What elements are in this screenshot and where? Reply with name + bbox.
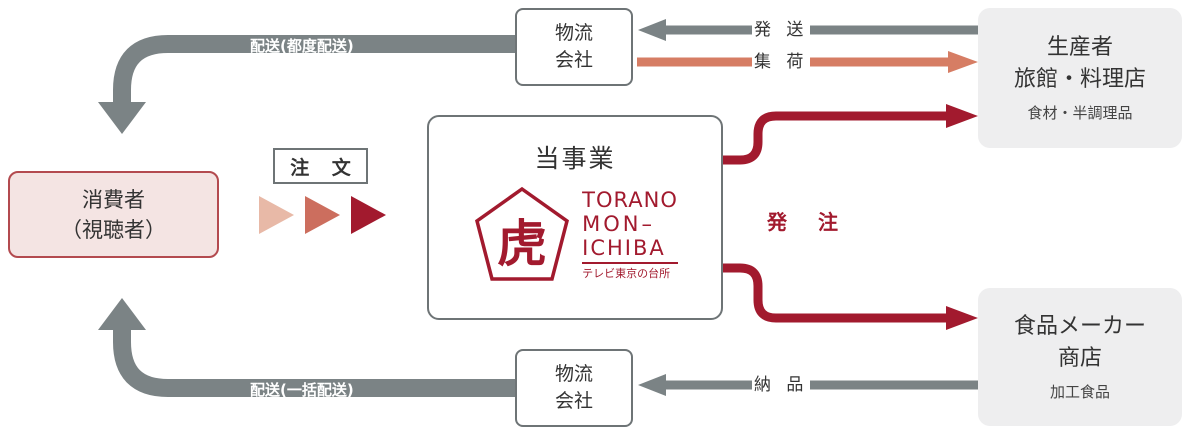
logistics-box-top: 物流 会社 [515,8,633,86]
top-delivery-arrowhead [98,102,146,134]
producer-title-2: 旅館・料理店 [1013,67,1146,92]
consumer-label: 消費者 [82,187,145,212]
business-box: 当事業 虎 TORANO MON– ICHIBA テレビ東京の台所 [427,115,723,320]
logo-brand-line1: TORANO [582,188,678,212]
tiger-pentagon-icon: 虎 [475,186,570,281]
order-arrow-lower [723,263,948,323]
bottom-delivery-arrowhead [98,298,146,330]
order-triangle-1 [259,196,294,234]
maker-title-2: 商店 [1057,346,1102,371]
maker-title: 食品メーカー [1013,314,1146,339]
producer-subtitle: 食材・半調理品 [1027,104,1133,122]
logistics-top-line2: 会社 [554,49,593,71]
producer-title: 生産者 [1046,35,1113,60]
order-arrowhead-lower [946,306,978,330]
producer-box: 生産者 旅館・料理店 食材・半調理品 [978,8,1182,148]
bottom-delivery-arrow [113,328,515,397]
business-title: 当事業 [534,144,616,173]
collect-arrowhead [948,51,978,73]
deliver-label: 納 品 [752,373,811,397]
logo-wordmark: TORANO MON– ICHIBA テレビ東京の台所 [582,188,678,282]
order-arrow-upper [723,111,948,165]
torano-mon-ichiba-logo: 虎 TORANO MON– ICHIBA テレビ東京の台所 [472,185,678,285]
consumer-sub-label: （視聴者） [61,217,166,242]
logistics-top-line1: 物流 [554,22,593,44]
top-delivery-arrow [113,35,515,104]
logo-brand-line2: MON– [582,212,655,236]
ship-arrowhead [638,19,666,41]
logistics-box-bottom: 物流 会社 [515,349,633,427]
collect-label: 集 荷 [752,50,811,74]
order-label: 注 文 [273,148,368,184]
top-delivery-label: 配送(都度配送) [250,37,354,55]
logistics-bottom-line1: 物流 [554,363,593,385]
ship-label: 発 送 [752,18,811,42]
maker-box: 食品メーカー 商店 加工食品 [978,288,1182,426]
logo-glyph: 虎 [497,214,547,273]
deliver-arrowhead [638,374,666,396]
logo-subtitle: テレビ東京の台所 [582,267,671,280]
order-triangle-2 [305,196,340,234]
order-arrowhead-upper [946,104,978,128]
logo-brand-line3: ICHIBA [582,236,678,264]
consumer-box: 消費者 （視聴者） [8,171,219,258]
logistics-bottom-line2: 会社 [554,390,593,412]
bottom-delivery-label: 配送(一括配送) [250,381,354,399]
order-triangle-3 [351,196,386,234]
place-order-label: 発 注 [767,210,850,234]
maker-subtitle: 加工食品 [1049,383,1110,401]
